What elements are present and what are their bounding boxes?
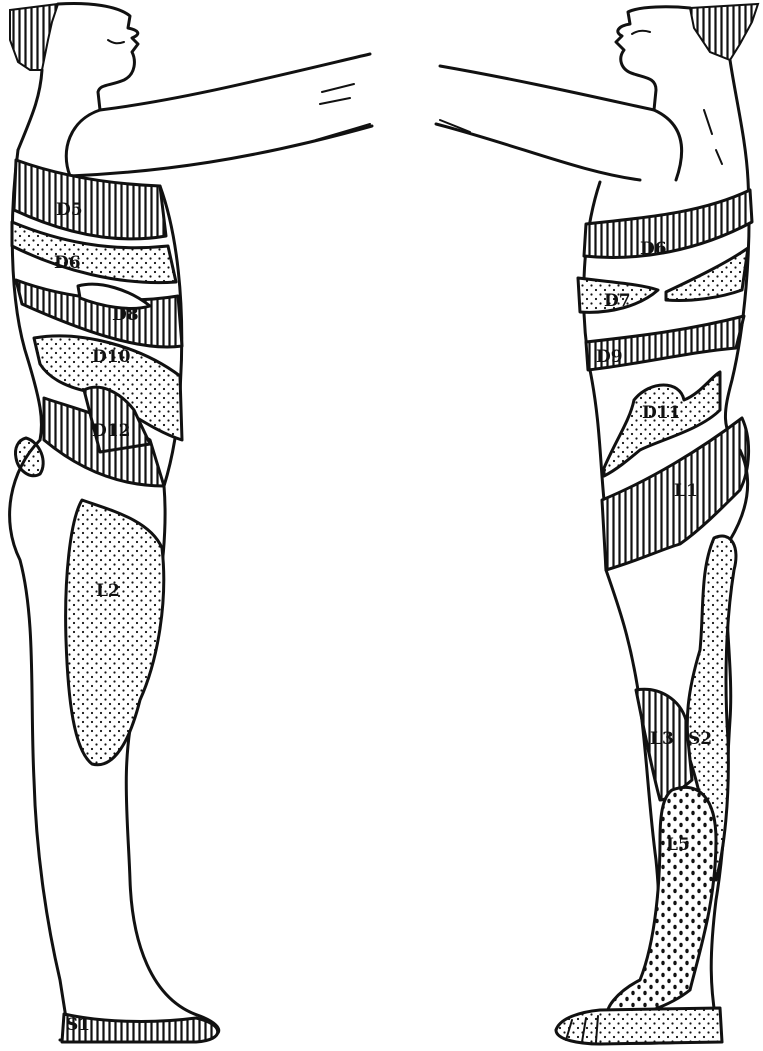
right-band-d6 xyxy=(584,190,752,258)
label-left-d12: D12 xyxy=(92,421,130,441)
right-hair xyxy=(690,4,758,60)
right-head xyxy=(616,7,690,110)
label-left-d8: D8 xyxy=(112,305,139,325)
right-foot xyxy=(556,1008,722,1044)
left-head xyxy=(58,4,138,111)
label-right-d9: D9 xyxy=(596,347,623,367)
right-band-d7-right xyxy=(666,248,748,301)
label-left-l2: L2 xyxy=(96,581,120,601)
label-left-d10: D10 xyxy=(92,347,131,367)
right-patch-l5 xyxy=(607,787,716,1020)
right-figure: D6 D7 D9 D11 L1 L3 S2 L5 xyxy=(436,4,758,1044)
label-right-d11: D11 xyxy=(642,403,680,423)
label-right-d7: D7 xyxy=(604,291,631,311)
right-arm xyxy=(440,66,654,110)
left-patch-l2 xyxy=(66,500,164,765)
label-left-d6: D6 xyxy=(54,253,81,273)
left-hair xyxy=(10,4,58,70)
label-right-s2: S2 xyxy=(688,729,712,749)
label-right-l3: L3 xyxy=(650,729,674,749)
left-figure: D5 D6 D8 D10 D12 L2 S1 xyxy=(10,4,372,1043)
label-left-s1: S1 xyxy=(66,1015,90,1035)
label-right-d6: D6 xyxy=(640,239,667,259)
label-right-l5: L5 xyxy=(666,835,690,855)
label-left-d5: D5 xyxy=(56,200,83,220)
label-right-l1: L1 xyxy=(674,481,698,501)
